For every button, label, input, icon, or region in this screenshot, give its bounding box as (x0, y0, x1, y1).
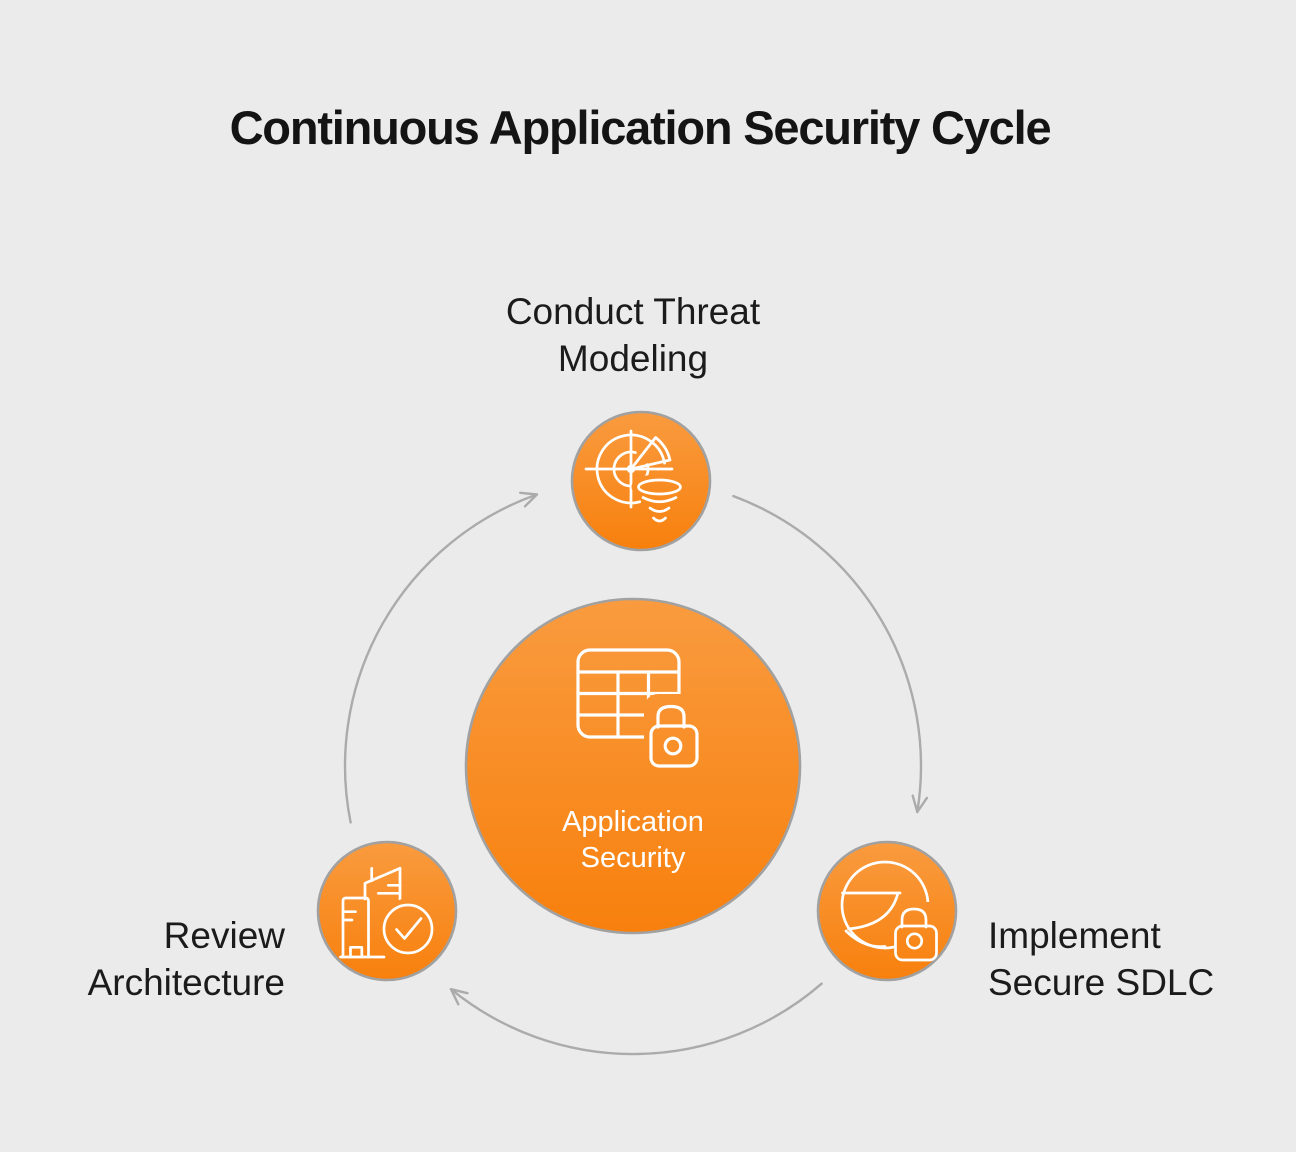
page-title: Continuous Application Security Cycle (229, 101, 1052, 154)
arrow-right-to-left (449, 982, 823, 1056)
label-line: Application (562, 806, 704, 838)
top-node-circle (570, 410, 712, 552)
globe-lock-icon (840, 860, 938, 962)
label-application-security: Application Security (483, 804, 783, 876)
label-review-architecture: Review Architecture (0, 912, 285, 1006)
table-lock-icon (576, 648, 699, 768)
label-line: Architecture (87, 962, 285, 1003)
label-line: Modeling (557, 338, 709, 379)
arrow-top-to-right (732, 494, 929, 814)
radar-tornado-icon (584, 429, 682, 523)
label-line: Implement (988, 915, 1161, 956)
center-node-circle (464, 597, 802, 935)
label-line: Conduct Threat (505, 291, 761, 332)
arrow-left-to-top (343, 491, 539, 824)
label-implement-secure-sdlc: Implement Secure SDLC (988, 912, 1296, 1006)
cycle-arrows (343, 491, 929, 1056)
label-conduct-threat-modeling: Conduct Threat Modeling (433, 288, 833, 382)
buildings-check-icon (339, 866, 434, 959)
left-node-circle (316, 840, 458, 982)
label-line: Secure SDLC (988, 962, 1215, 1003)
label-line: Review (163, 915, 285, 956)
label-line: Security (580, 842, 686, 874)
